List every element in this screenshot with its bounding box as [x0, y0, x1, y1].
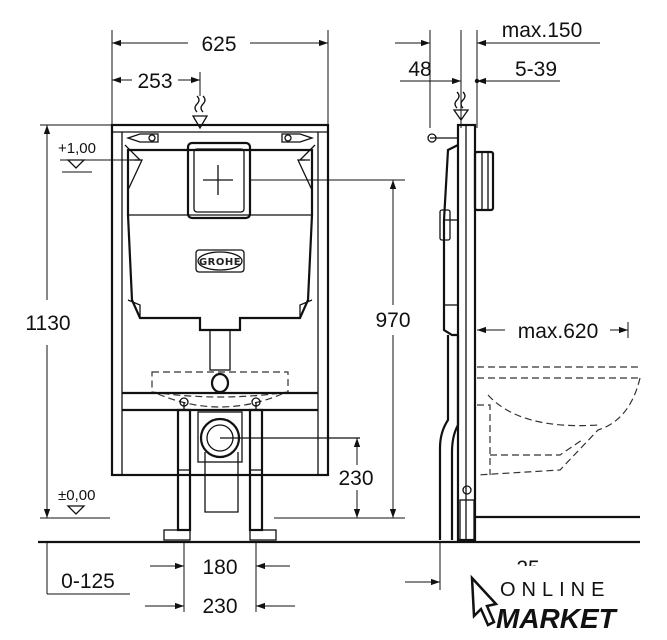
dimension-label: 253 — [137, 70, 172, 93]
level-label-upper: +1,00 — [58, 140, 96, 157]
dimension-label: max.620 — [518, 320, 599, 343]
dimension-depth-max150: max.150 — [395, 19, 600, 47]
level-mark-upper: +1,00 — [58, 140, 142, 173]
brand-label: GROHE — [199, 257, 241, 268]
dimension-label: 1130 — [25, 312, 70, 335]
dimension-height-1130: 1130 — [25, 124, 112, 518]
brand-plate — [195, 249, 245, 273]
dimension-label: 230 — [202, 595, 237, 618]
level-label-floor: ±0,00 — [58, 487, 95, 504]
cistern-side — [442, 144, 459, 337]
dimension-label: 48 — [408, 58, 431, 81]
frame-outline — [110, 123, 330, 477]
water-supply-symbol-side — [452, 91, 470, 122]
cursor-icon — [470, 574, 499, 627]
actuator-side — [473, 150, 495, 212]
dimension-depth-48: 48 — [400, 58, 461, 85]
dimension-foot-230: 230 — [145, 574, 295, 618]
watermark-logo: ONLINE MARKET — [462, 566, 657, 636]
water-supply-symbol — [191, 95, 209, 130]
drain-outlet — [197, 411, 360, 513]
dimension-label: 180 — [202, 556, 237, 579]
dimension-label: max.150 — [502, 19, 583, 42]
watermark-line2: MARKET — [496, 603, 619, 634]
dimension-label: 0-125 — [61, 570, 115, 593]
cistern-body — [126, 148, 314, 332]
level-mark-floor: ±0,00 — [40, 487, 110, 519]
flush-bend-side — [438, 335, 460, 540]
flush-pipe — [209, 329, 231, 371]
dimension-label: 625 — [201, 33, 236, 56]
dimension-floor-0-125: 0-125 — [46, 542, 130, 595]
dimension-depth-5-39: 5-39 — [474, 58, 560, 85]
dimension-label: 970 — [375, 309, 410, 332]
side-view: max.150 48 5-39 — [395, 19, 641, 590]
wall-bracket-left — [124, 133, 159, 161]
frame-legs — [163, 408, 277, 541]
dimension-label: 230 — [338, 467, 373, 490]
dimension-height-970: 970 — [250, 179, 411, 519]
dimension-offset-253: 253 — [112, 70, 200, 93]
dimension-bolt-180: 180 — [150, 542, 290, 579]
watermark-line1: ONLINE — [500, 579, 610, 601]
dimension-height-230: 230 — [338, 438, 374, 518]
dimension-width-625: 625 — [112, 33, 328, 56]
dimension-label: 5-39 — [515, 58, 557, 81]
wall-bracket-right — [281, 133, 316, 161]
wc-bowl-side-outline — [476, 366, 641, 476]
wall-bolt-side — [427, 133, 458, 143]
front-view: 625 253 — [25, 30, 640, 618]
dimension-projection-max620: max.620 — [477, 320, 629, 343]
